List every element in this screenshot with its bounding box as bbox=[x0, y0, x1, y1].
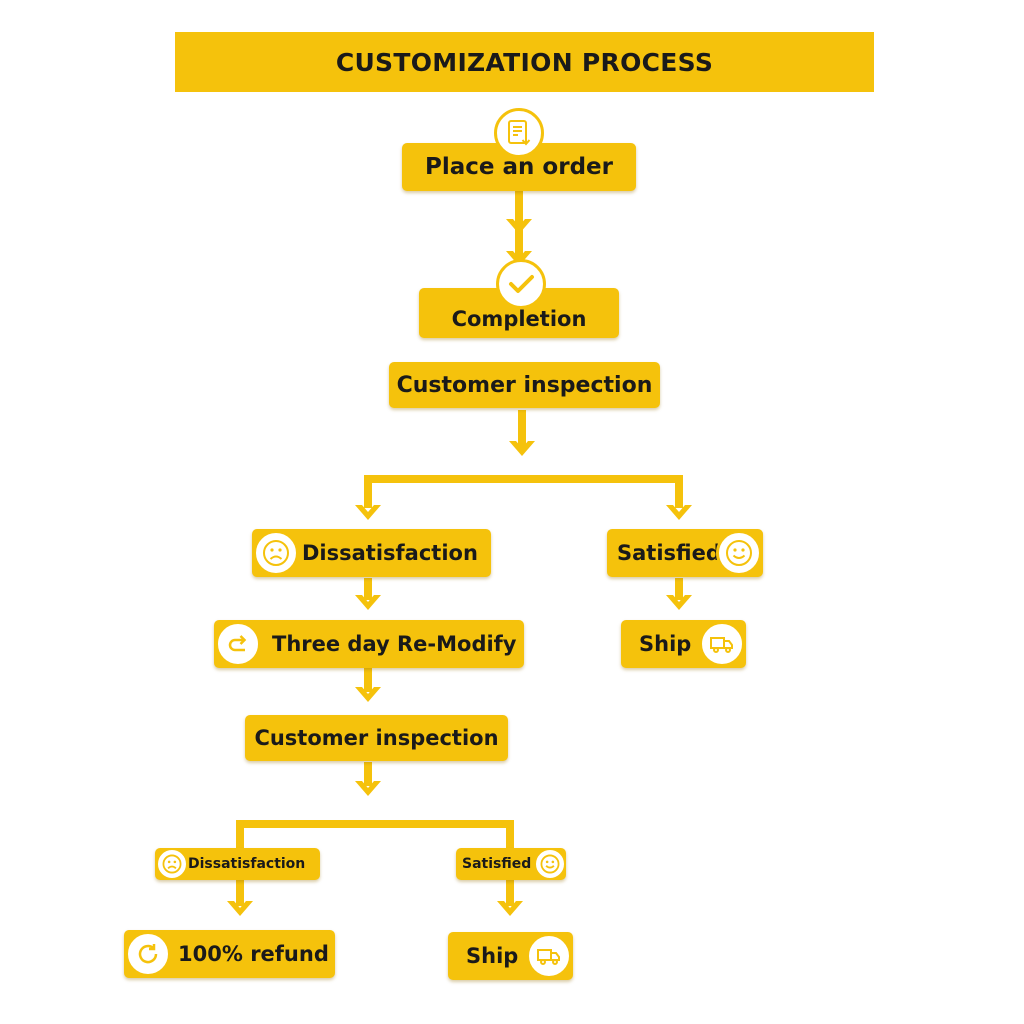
step-satisfied-2-label: Satisfied bbox=[462, 856, 532, 872]
order-form-icon bbox=[494, 108, 544, 158]
step-completion-label: Completion bbox=[451, 307, 587, 331]
step-dissatisfaction-2-label: Dissatisfaction bbox=[188, 856, 306, 872]
connector-split-2 bbox=[236, 820, 514, 848]
redo-arrow-icon bbox=[215, 621, 261, 667]
sad-face-icon bbox=[156, 848, 188, 880]
step-customer-inspection-2-label: Customer inspection bbox=[254, 726, 499, 750]
page-title: CUSTOMIZATION PROCESS bbox=[335, 47, 714, 77]
step-remodify-label: Three day Re-Modify bbox=[272, 632, 517, 656]
title-banner: CUSTOMIZATION PROCESS bbox=[175, 32, 874, 92]
sad-face-icon bbox=[253, 530, 299, 576]
check-icon bbox=[496, 259, 546, 309]
step-customer-inspection-2: Customer inspection bbox=[245, 715, 508, 761]
step-customer-inspection-1-label: Customer inspection bbox=[396, 372, 653, 398]
delivery-truck-icon bbox=[699, 621, 745, 667]
step-remodify: Three day Re-Modify bbox=[214, 620, 524, 668]
step-satisfied-1-label: Satisfied bbox=[617, 541, 721, 565]
step-refund-label: 100% refund bbox=[178, 942, 329, 966]
refresh-circle-icon bbox=[125, 931, 171, 977]
smiley-face-icon bbox=[716, 530, 762, 576]
step-dissatisfaction-1-label: Dissatisfaction bbox=[302, 541, 478, 565]
connector-split-1 bbox=[364, 475, 683, 508]
delivery-truck-icon bbox=[526, 933, 572, 979]
step-ship-2-label: Ship bbox=[466, 944, 519, 968]
smiley-face-icon bbox=[534, 848, 566, 880]
step-customer-inspection-1: Customer inspection bbox=[389, 362, 660, 408]
step-ship-1-label: Ship bbox=[639, 632, 692, 656]
step-place-order-label: Place an order bbox=[425, 154, 613, 180]
